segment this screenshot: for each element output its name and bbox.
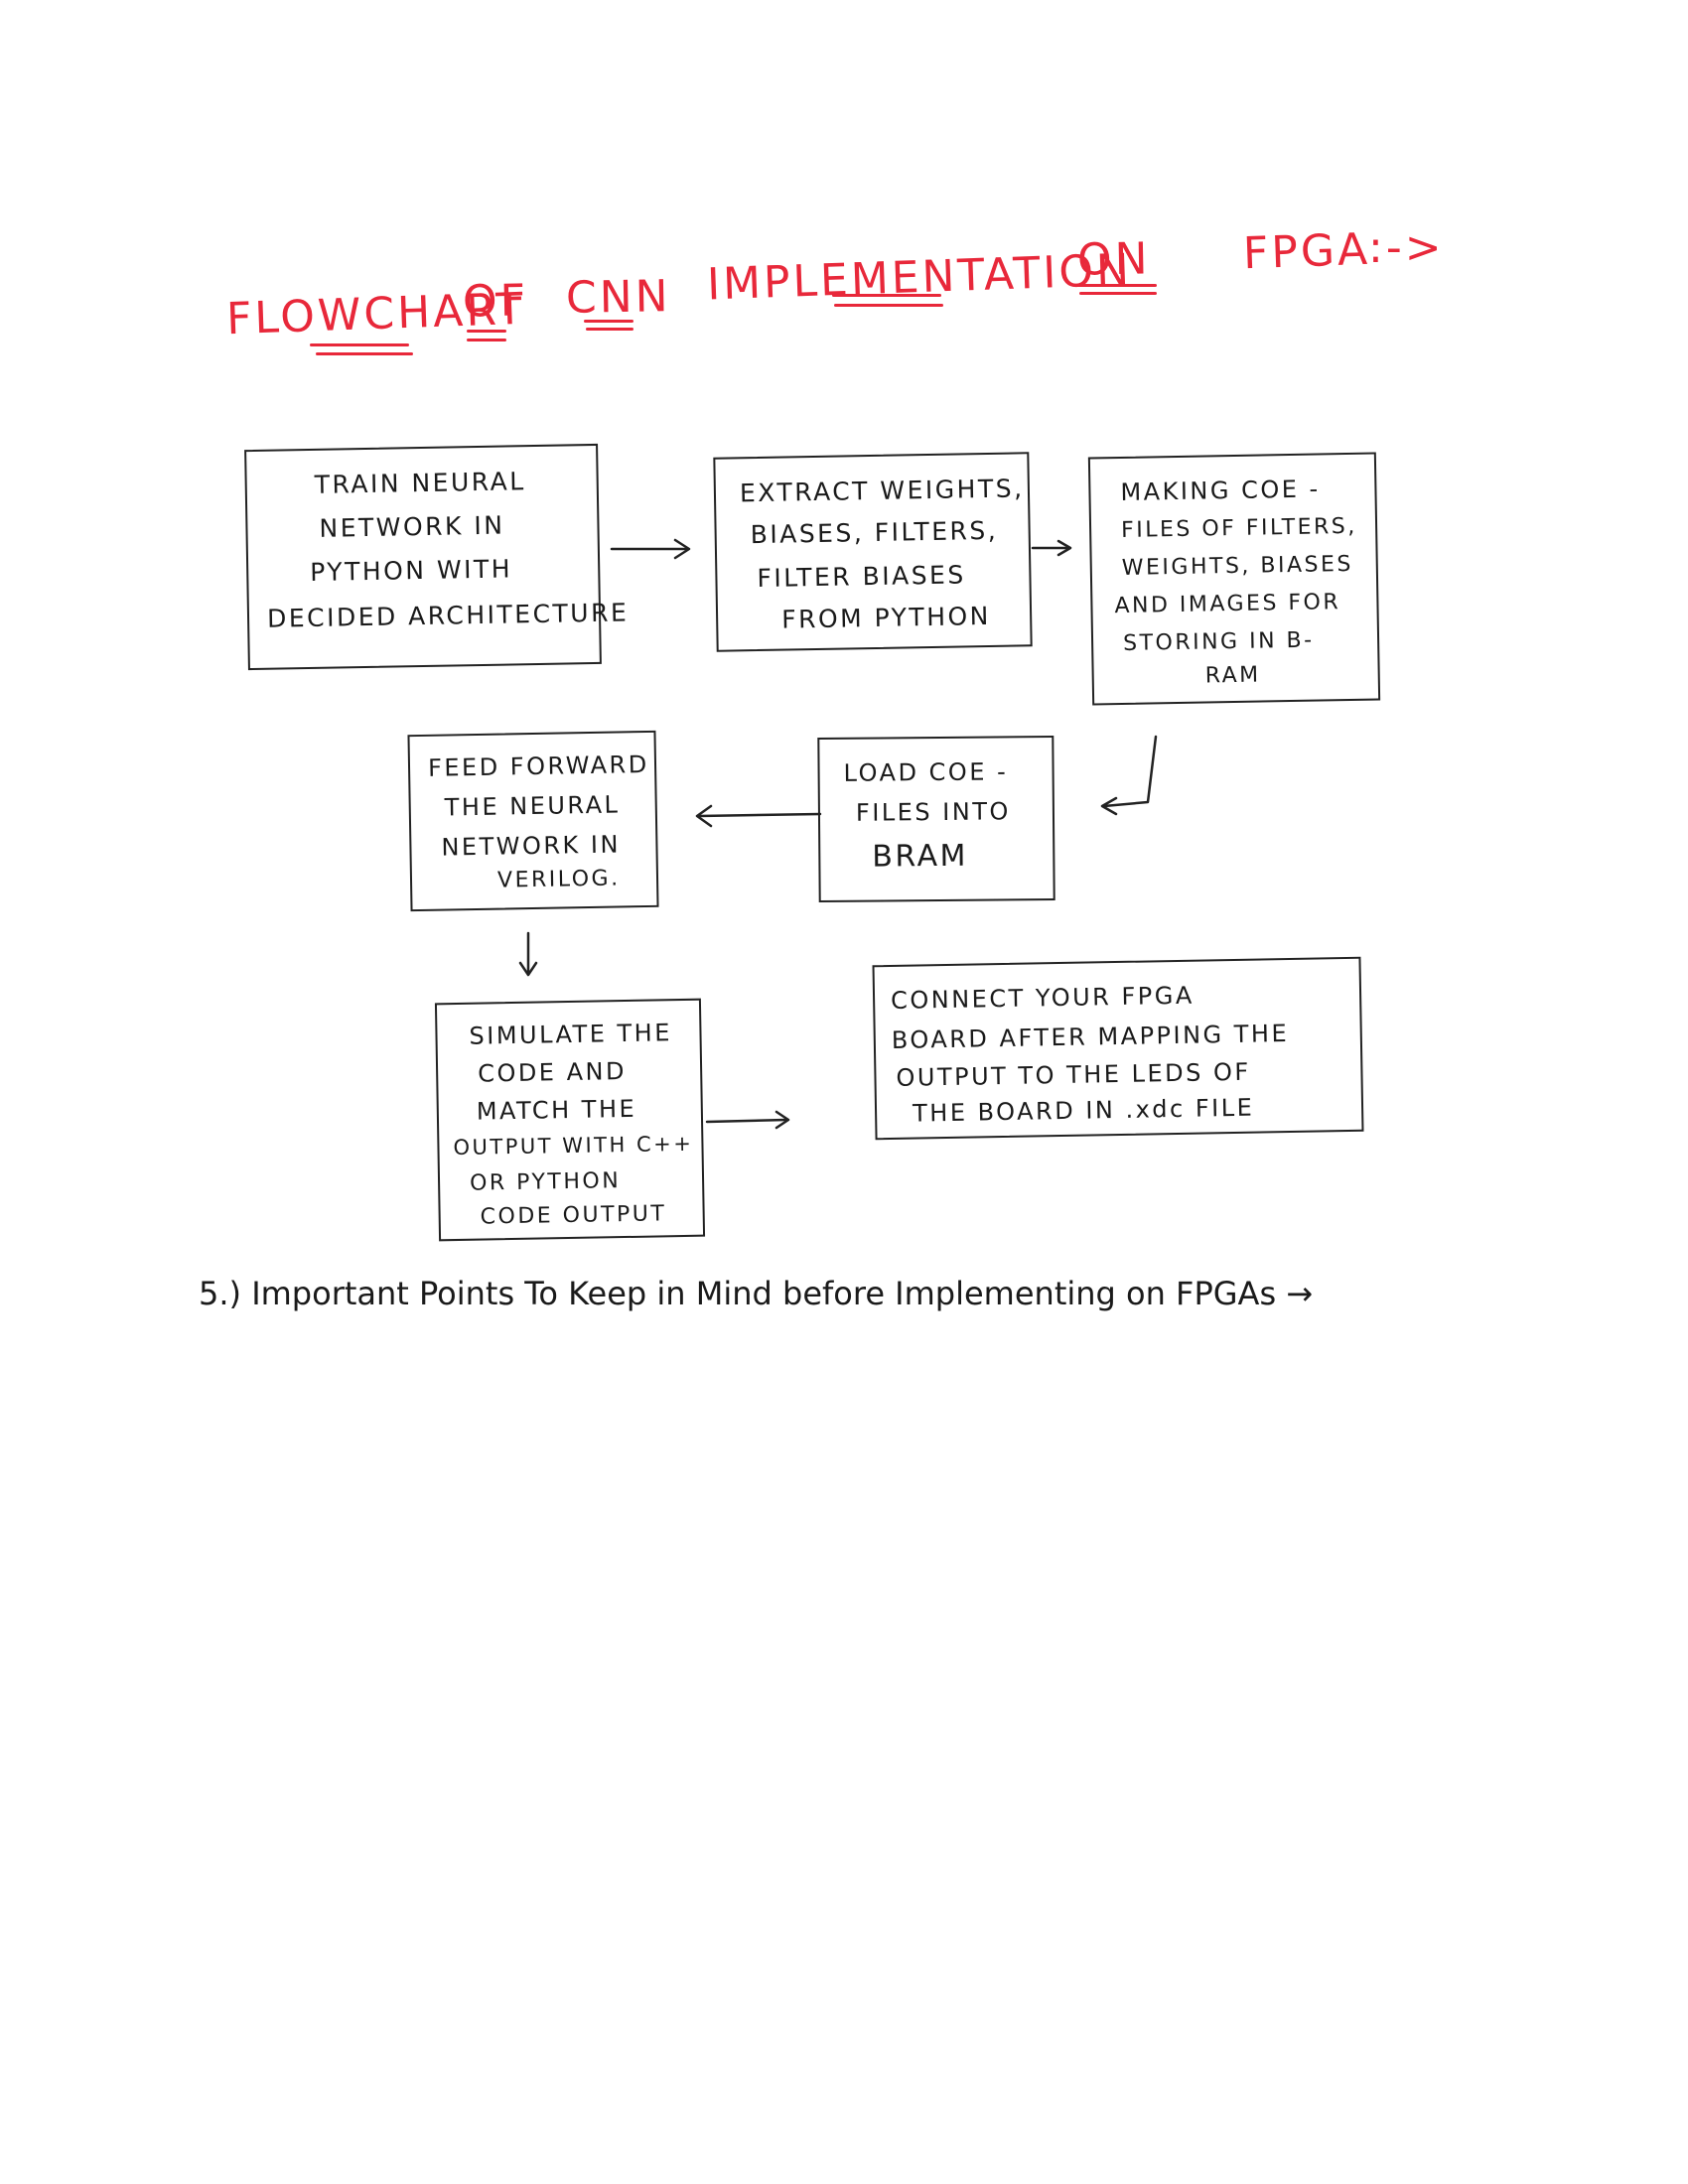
section-heading: 5.) Important Points To Keep in Mind bef… (199, 1275, 1314, 1312)
title-underline (586, 328, 633, 331)
flow-box-load: LOAD COE - FILES INTO BRAM (817, 735, 1055, 903)
box-line: OUTPUT TO THE LEDS OF (896, 1057, 1251, 1092)
flow-box-coe: MAKING COE - FILES OF FILTERS, WEIGHTS, … (1087, 452, 1381, 706)
box-line: AND IMAGES FOR (1114, 590, 1341, 619)
box-line: NETWORK IN (319, 510, 505, 543)
box-line: TRAIN NEURAL (314, 467, 526, 499)
box-line: DECIDED ARCHITECTURE (266, 598, 630, 633)
arrow-feed-to-simulate (518, 931, 538, 977)
box-line: FILES OF FILTERS, (1120, 513, 1358, 543)
title-underline (584, 320, 633, 323)
box-line: MAKING COE - (1120, 475, 1321, 506)
flow-box-train: TRAIN NEURAL NETWORK IN PYTHON WITH DECI… (244, 443, 629, 671)
flow-box-extract: EXTRACT WEIGHTS, BIASES, FILTERS, FILTER… (713, 452, 1033, 652)
box-line: LOAD COE - (843, 757, 1009, 787)
box-line: EXTRACT WEIGHTS, (739, 474, 1025, 508)
box-line: OR PYTHON (469, 1168, 622, 1196)
box-line: PYTHON WITH (309, 554, 513, 587)
flow-box-simulate: SIMULATE THE CODE AND MATCH THE OUTPUT W… (434, 998, 706, 1242)
title-underline (1077, 284, 1157, 287)
arrow-simulate-to-connect (705, 1110, 790, 1130)
box-line: STORING IN B- (1122, 627, 1315, 656)
flow-box-feed: FEED FORWARD THE NEURAL NETWORK IN VERIL… (407, 730, 659, 912)
title-word-of: OF (462, 275, 529, 328)
title-word-on: ON (1076, 233, 1151, 286)
title-underline (467, 339, 506, 341)
title-underline (834, 304, 943, 307)
title-word-colon-arrow: :-> (1368, 222, 1445, 273)
box-line: CODE AND (477, 1057, 628, 1088)
box-line: SIMULATE THE (469, 1019, 673, 1050)
title-underline (1079, 292, 1157, 295)
box-line: VERILOG. (496, 866, 621, 893)
box-line: MATCH THE (476, 1094, 637, 1126)
title-underline (310, 343, 409, 346)
box-line: FEED FORWARD (427, 750, 649, 782)
box-line: CONNECT YOUR FPGA (890, 981, 1195, 1015)
title-word-implementation: IMPLEMENTATION (706, 244, 1133, 311)
flow-box-connect: CONNECT YOUR FPGA BOARD AFTER MAPPING TH… (872, 956, 1364, 1141)
title-underline (832, 294, 941, 297)
box-line: WEIGHTS, BIASES (1121, 551, 1354, 581)
box-line: FILES INTO (855, 797, 1011, 827)
box-line: FROM PYTHON (780, 601, 992, 634)
box-line: BRAM (872, 838, 969, 875)
arrow-load-to-feed (695, 804, 822, 828)
box-line: THE BOARD IN .xdc FILE (912, 1093, 1255, 1128)
arrow-coe-to-load (1100, 735, 1158, 816)
arrow-extract-to-coe (1031, 539, 1072, 557)
title-word-cnn: CNN (565, 271, 671, 324)
arrow-train-to-extract (610, 538, 691, 560)
box-line: OUTPUT WITH C++ (453, 1131, 694, 1160)
box-line: CODE OUTPUT (480, 1201, 667, 1230)
title-underline (316, 352, 413, 355)
box-line: THE NEURAL (444, 790, 621, 822)
box-line: BOARD AFTER MAPPING THE (891, 1019, 1290, 1054)
box-line: FILTER BIASES (757, 560, 966, 594)
box-line: RAM (1204, 662, 1261, 689)
title-underline (467, 330, 506, 333)
box-line: BIASES, FILTERS, (750, 515, 999, 550)
title-word-fpga: FPGA (1242, 223, 1371, 280)
box-line: NETWORK IN (441, 830, 622, 862)
